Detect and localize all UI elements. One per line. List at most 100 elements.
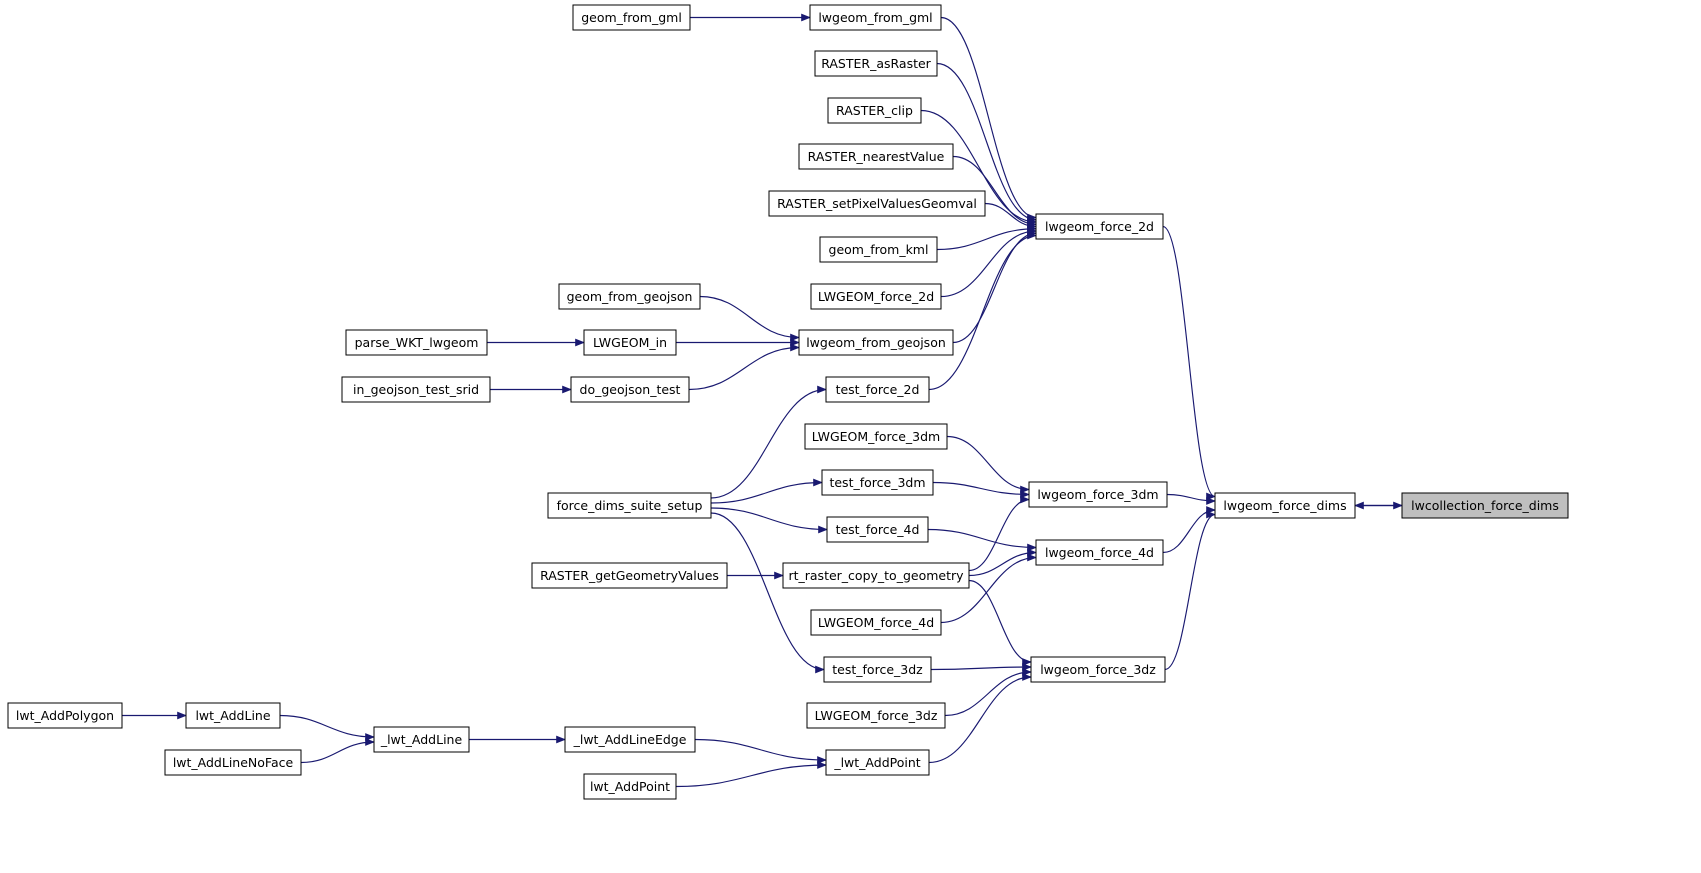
node-lwgeom_force_2d[interactable]: lwgeom_force_2d: [1035, 213, 1164, 240]
node-test_force_2d[interactable]: test_force_2d: [825, 376, 930, 403]
node-lwt_AddLineNoFace[interactable]: lwt_AddLineNoFace: [164, 749, 302, 776]
node-box: [825, 376, 930, 403]
edge-test_force_3dm-lwgeom_force_3dm: [932, 481, 1030, 499]
node-box: [810, 283, 942, 310]
node-label: _lwt_AddLineEdge: [573, 732, 687, 747]
node-force_dims_suite_setup[interactable]: force_dims_suite_setup: [547, 492, 712, 519]
node-label: RASTER_setPixelValuesGeomval: [777, 196, 977, 211]
node-lwt_AddPoint[interactable]: lwt_AddPoint: [583, 773, 677, 800]
node-box: [804, 423, 948, 450]
node-box: [809, 4, 942, 31]
node-geom_from_gml[interactable]: geom_from_gml: [572, 4, 691, 31]
node-label: do_geojson_test: [580, 382, 681, 397]
node-label: lwcollection_force_dims: [1411, 498, 1559, 513]
node-box: [345, 329, 488, 356]
node-RASTER_clip[interactable]: RASTER_clip: [827, 97, 922, 124]
node-geom_from_geojson[interactable]: geom_from_geojson: [558, 283, 701, 310]
edge-lwgeom_from_geojson-lwgeom_force_2d: [952, 229, 1037, 344]
node-label: geom_from_geojson: [567, 289, 693, 304]
node-label: lwgeom_force_3dm: [1037, 487, 1158, 502]
edge-rt_raster_copy_to_geometry-lwgeom_force_3dm: [968, 495, 1030, 572]
node-box: [798, 143, 954, 170]
edge-lwt_AddLine-_lwt_AddLine: [279, 714, 375, 741]
node-LWGEOM_force_3dm[interactable]: LWGEOM_force_3dm: [804, 423, 948, 450]
edge-test_force_3dz-lwgeom_force_3dz: [930, 663, 1032, 671]
node-label: LWGEOM_force_3dz: [815, 708, 938, 723]
node-LWGEOM_force_4d[interactable]: LWGEOM_force_4d: [810, 609, 942, 636]
node-label: force_dims_suite_setup: [557, 498, 703, 513]
node-label: test_force_2d: [836, 382, 920, 397]
node-box: [1401, 492, 1569, 519]
node-RASTER_nearestValue[interactable]: RASTER_nearestValue: [798, 143, 954, 170]
node-LWGEOM_force_2d[interactable]: LWGEOM_force_2d: [810, 283, 942, 310]
node-label: test_force_4d: [836, 522, 920, 537]
node-box: [572, 4, 691, 31]
node-_lwt_AddLine[interactable]: _lwt_AddLine: [373, 726, 470, 753]
edges-layer: [122, 13, 1403, 788]
node-box: [1214, 492, 1356, 519]
node-label: _lwt_AddLine: [380, 732, 463, 747]
node-label: LWGEOM_force_2d: [818, 289, 934, 304]
node-label: lwt_AddPoint: [590, 779, 670, 794]
edge-do_geojson_test-lwgeom_from_geojson: [688, 343, 800, 391]
node-box: [570, 376, 690, 403]
node-LWGEOM_force_3dz[interactable]: LWGEOM_force_3dz: [806, 702, 946, 729]
node-label: in_geojson_test_srid: [353, 382, 479, 397]
nodes-layer: geom_from_gml lwgeom_from_gmlRASTER_asRas…: [7, 4, 1569, 800]
node-box: [583, 773, 677, 800]
node-label: LWGEOM_force_3dm: [812, 429, 940, 444]
node-label: rt_raster_copy_to_geometry: [788, 568, 964, 583]
edge-RASTER_clip-lwgeom_force_2d: [920, 109, 1037, 226]
edge-LWGEOM_force_2d-lwgeom_force_2d: [940, 227, 1037, 298]
edge-_lwt_AddPoint-lwgeom_force_3dz: [928, 673, 1032, 764]
node-box: [768, 190, 986, 217]
edge-_lwt_AddLineEdge-_lwt_AddPoint: [694, 738, 827, 764]
node-box: [373, 726, 470, 753]
edge-RASTER_nearestValue-lwgeom_force_2d: [952, 155, 1037, 229]
node-lwt_AddPolygon[interactable]: lwt_AddPolygon: [7, 702, 123, 729]
edge-geom_from_kml-lwgeom_force_2d: [936, 224, 1037, 251]
node-box: [583, 329, 677, 356]
node-box: [810, 609, 942, 636]
edge-test_force_4d-lwgeom_force_4d: [927, 528, 1037, 552]
node-rt_raster_copy_to_geometry[interactable]: rt_raster_copy_to_geometry: [782, 562, 970, 589]
node-test_force_3dz[interactable]: test_force_3dz: [823, 656, 932, 683]
node-lwgeom_force_dims[interactable]: lwgeom_force_dims: [1214, 492, 1356, 519]
node-in_geojson_test_srid[interactable]: in_geojson_test_srid: [341, 376, 491, 403]
node-box: [1028, 481, 1168, 508]
node-box: [782, 562, 970, 589]
edge-rt_raster_copy_to_geometry-lwgeom_force_4d: [968, 548, 1037, 577]
edge-force_dims_suite_setup-test_force_2d: [710, 385, 827, 499]
node-RASTER_getGeometryValues[interactable]: RASTER_getGeometryValues: [531, 562, 728, 589]
node-RASTER_asRaster[interactable]: RASTER_asRaster: [814, 50, 938, 77]
node-lwgeom_force_4d[interactable]: lwgeom_force_4d: [1035, 539, 1164, 566]
node-lwgeom_from_gml[interactable]: lwgeom_from_gml: [809, 4, 942, 31]
node-label: RASTER_asRaster: [821, 56, 931, 71]
node-test_force_3dm[interactable]: test_force_3dm: [821, 469, 934, 496]
node-_lwt_AddLineEdge[interactable]: _lwt_AddLineEdge: [564, 726, 696, 753]
node-lwgeom_force_3dz[interactable]: lwgeom_force_3dz: [1030, 656, 1166, 683]
node-label: lwgeom_force_dims: [1223, 498, 1346, 513]
node-label: lwt_AddLineNoFace: [173, 755, 294, 770]
edge-lwgeom_force_4d-lwgeom_force_dims: [1162, 506, 1216, 554]
node-lwgeom_from_geojson[interactable]: lwgeom_from_geojson: [798, 329, 954, 356]
node-box: [547, 492, 712, 519]
edge-geom_from_geojson-lwgeom_from_geojson: [699, 295, 800, 342]
node-lwgeom_force_3dm[interactable]: lwgeom_force_3dm: [1028, 481, 1168, 508]
node-box: [531, 562, 728, 589]
node-do_geojson_test[interactable]: do_geojson_test: [570, 376, 690, 403]
node-LWGEOM_in[interactable]: LWGEOM_in: [583, 329, 677, 356]
node-box: [1035, 539, 1164, 566]
node-lwt_AddLine[interactable]: lwt_AddLine: [185, 702, 281, 729]
node-label: lwt_AddLine: [195, 708, 270, 723]
node-_lwt_AddPoint[interactable]: _lwt_AddPoint: [825, 749, 930, 776]
node-box: [341, 376, 491, 403]
node-lwcollection_force_dims[interactable]: lwcollection_force_dims: [1401, 492, 1569, 519]
node-parse_WKT_lwgeom[interactable]: parse_WKT_lwgeom: [345, 329, 488, 356]
node-label: lwgeom_force_3dz: [1040, 662, 1156, 677]
node-geom_from_kml[interactable]: geom_from_kml: [819, 236, 938, 263]
node-RASTER_setPixelValuesGeomval[interactable]: RASTER_setPixelValuesGeomval: [768, 190, 986, 217]
node-test_force_4d[interactable]: test_force_4d: [826, 516, 929, 543]
node-box: [558, 283, 701, 310]
